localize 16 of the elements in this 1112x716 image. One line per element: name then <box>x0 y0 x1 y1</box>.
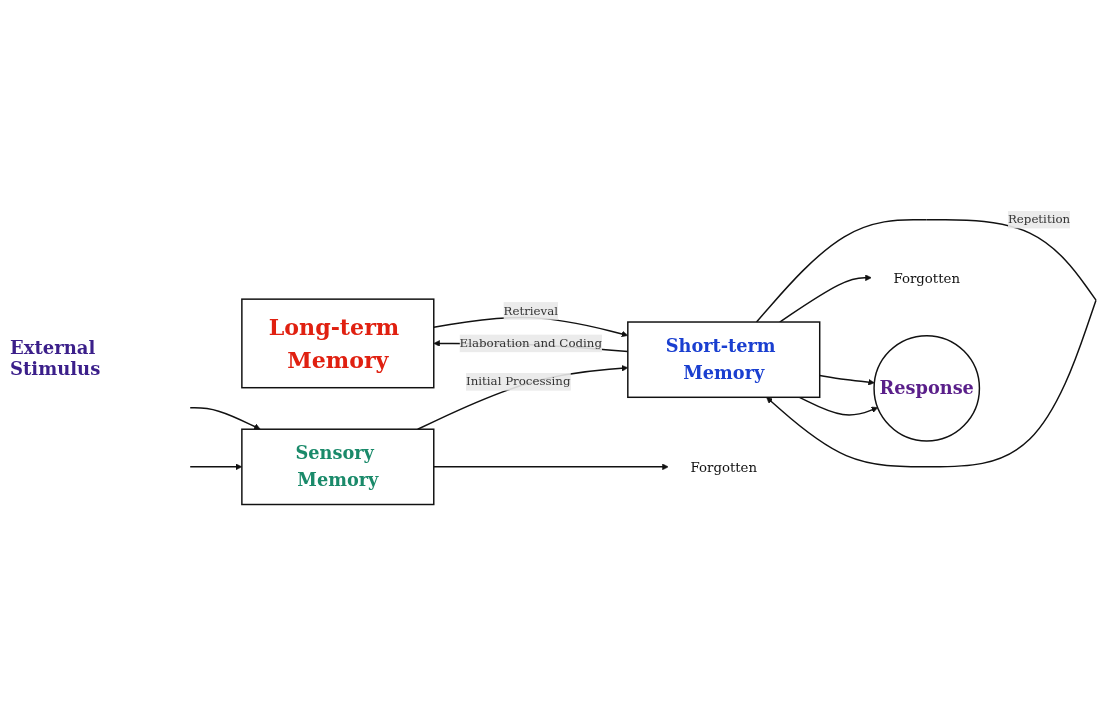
node-box: Short-term Memory <box>627 321 821 399</box>
edge-label: Elaboration and Coding <box>459 336 602 351</box>
node-text: Forgotten <box>690 459 757 475</box>
node-circle: Response <box>873 335 981 443</box>
arrow <box>755 219 1097 468</box>
edge-label: Initial Processing <box>466 374 571 389</box>
arrow <box>779 274 872 324</box>
node-text: Forgotten <box>893 270 960 286</box>
arrow <box>189 407 261 430</box>
edge-label: Retrieval <box>503 303 559 318</box>
arrow <box>798 396 878 416</box>
node-box: Sensory Memory <box>241 428 435 506</box>
arrow <box>433 463 669 471</box>
edge-label: Repetition <box>1007 212 1071 227</box>
node-box: Long-term Memory <box>241 298 435 389</box>
stimulus-label: External Stimulus <box>10 337 102 379</box>
